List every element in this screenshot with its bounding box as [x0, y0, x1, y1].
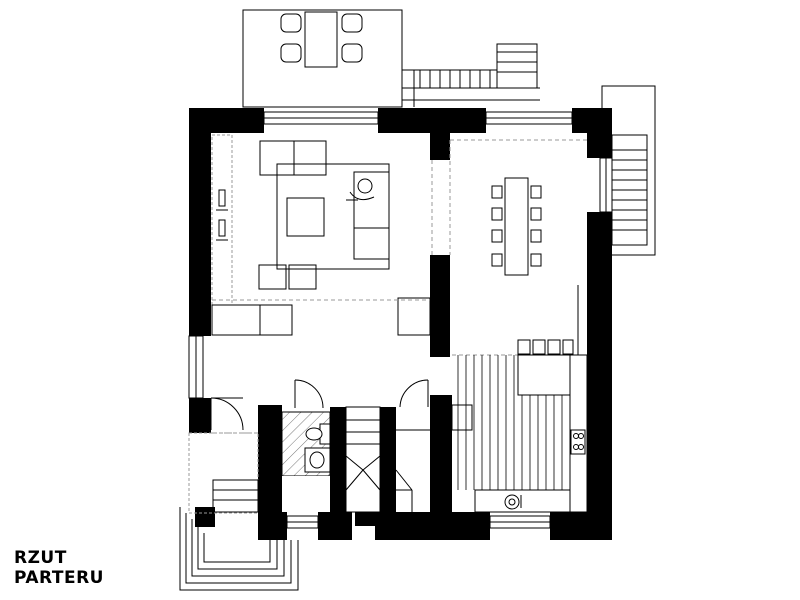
kitchen-hob: [570, 429, 586, 455]
kitchen: [451, 285, 588, 513]
sink: [504, 494, 522, 510]
side-stairs: [601, 85, 656, 256]
dining-table: [504, 177, 529, 276]
toilet: [305, 423, 331, 445]
walls: [189, 108, 612, 540]
sofa: [259, 140, 390, 270]
external-stairs: [402, 43, 540, 107]
caption-line-2: PARTERU: [14, 568, 104, 588]
terrace: [242, 9, 403, 108]
bathroom: [281, 411, 331, 512]
person-seated: [346, 178, 375, 201]
kitchen-counter: [451, 354, 588, 513]
coffee-table: [286, 197, 325, 237]
windows: [188, 111, 613, 529]
internal-stairs: [345, 406, 430, 513]
ottomans: [258, 264, 317, 290]
dining-area: [491, 177, 542, 276]
caption-line-1: RZUT: [14, 548, 67, 568]
doors: [210, 379, 429, 431]
plan-caption: RZUT PARTERU: [14, 548, 104, 588]
dining-chair: [491, 185, 542, 267]
terrace-dining-table: [304, 11, 338, 68]
side-table: [397, 297, 431, 336]
tv-cabinet: [211, 304, 293, 336]
terrace-chair: [280, 13, 363, 63]
washbasin: [304, 447, 331, 473]
bar-stools: [517, 339, 574, 355]
living-room: [211, 134, 431, 336]
entrance-steps: [179, 432, 299, 591]
